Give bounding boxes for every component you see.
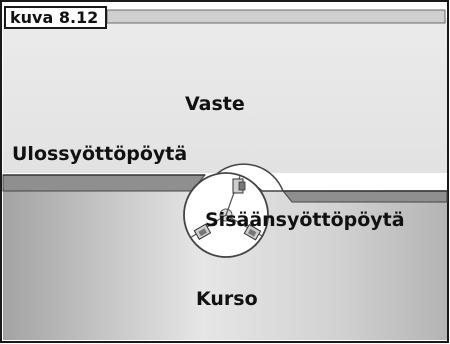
upper-panel — [3, 18, 447, 173]
cutterhead — [183, 163, 285, 258]
label-outfeed-table: Ulossyöttöpöytä — [12, 143, 188, 165]
label-vaste: Vaste — [185, 93, 245, 115]
label-infeed-table: Sisäänsyöttöpöytä — [205, 209, 405, 231]
label-kurso: Kurso — [196, 288, 258, 310]
infeed-table — [281, 190, 448, 203]
title-strip — [106, 9, 446, 24]
figure-number-tag: kuva 8.12 — [4, 6, 107, 29]
outfeed-table — [2, 174, 207, 192]
